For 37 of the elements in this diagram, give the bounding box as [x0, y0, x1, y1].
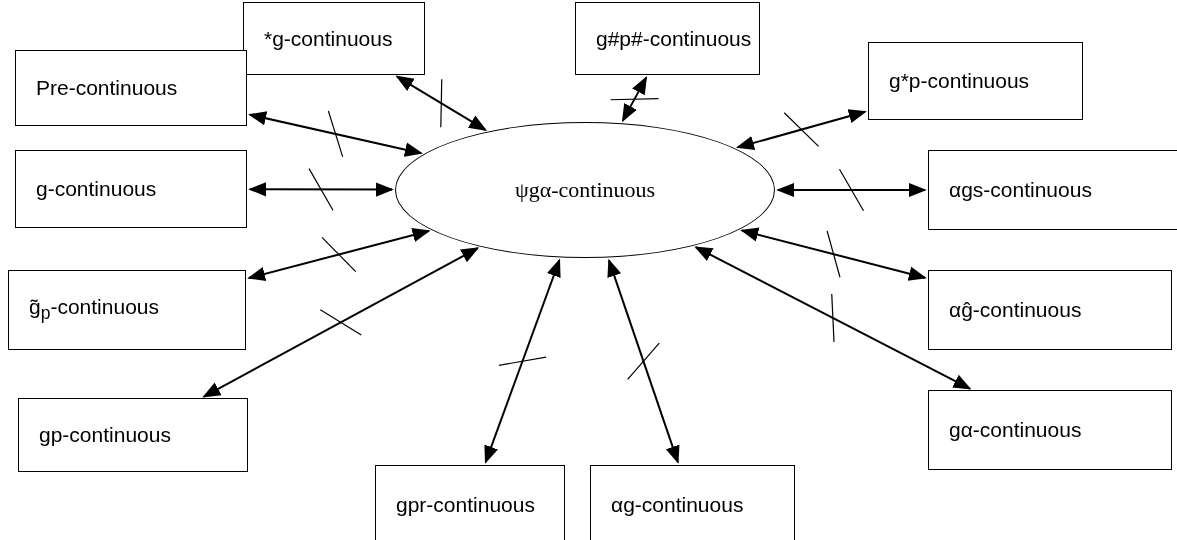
process-box — [375, 465, 565, 540]
node-label: αg-continuous — [611, 493, 744, 517]
process-box — [928, 390, 1172, 470]
node-label: g*p-continuous — [889, 69, 1030, 93]
node-label: g-continuous — [36, 177, 157, 201]
process-box — [8, 270, 246, 350]
process-box — [243, 2, 425, 75]
double-arrow — [776, 182, 927, 198]
double-arrow — [621, 76, 648, 123]
process-box — [18, 398, 248, 472]
double-arrow — [740, 227, 927, 281]
process-box — [928, 270, 1172, 350]
process-box — [15, 50, 247, 126]
node-label: g#p#-continuous — [596, 26, 752, 51]
node-label: αgs-continuous — [949, 178, 1092, 202]
node-label: gp-continuous — [39, 423, 171, 447]
process-box — [928, 150, 1177, 230]
node-label: gα-continuous — [949, 418, 1082, 442]
node-label: g̃$_{p}$-continuous — [29, 295, 159, 325]
double-arrow — [607, 258, 680, 464]
process-box — [590, 465, 795, 540]
double-arrow — [248, 182, 394, 197]
node-label: gpr-continuous — [396, 493, 535, 517]
double-arrow — [484, 258, 561, 464]
node-label: *g-continuous — [264, 26, 393, 51]
process-box — [868, 42, 1083, 120]
node-label: Pre-continuous — [36, 76, 178, 100]
double-arrow — [248, 111, 423, 157]
double-arrow — [736, 109, 867, 150]
double-arrow — [202, 247, 480, 398]
process-box — [15, 150, 247, 228]
double-arrow — [247, 228, 431, 281]
node-label: ψgα-continuous — [514, 177, 656, 203]
double-arrow — [694, 246, 972, 390]
double-arrow — [395, 75, 488, 131]
node-label: αĝ-continuous — [949, 298, 1082, 322]
process-box — [575, 2, 760, 75]
